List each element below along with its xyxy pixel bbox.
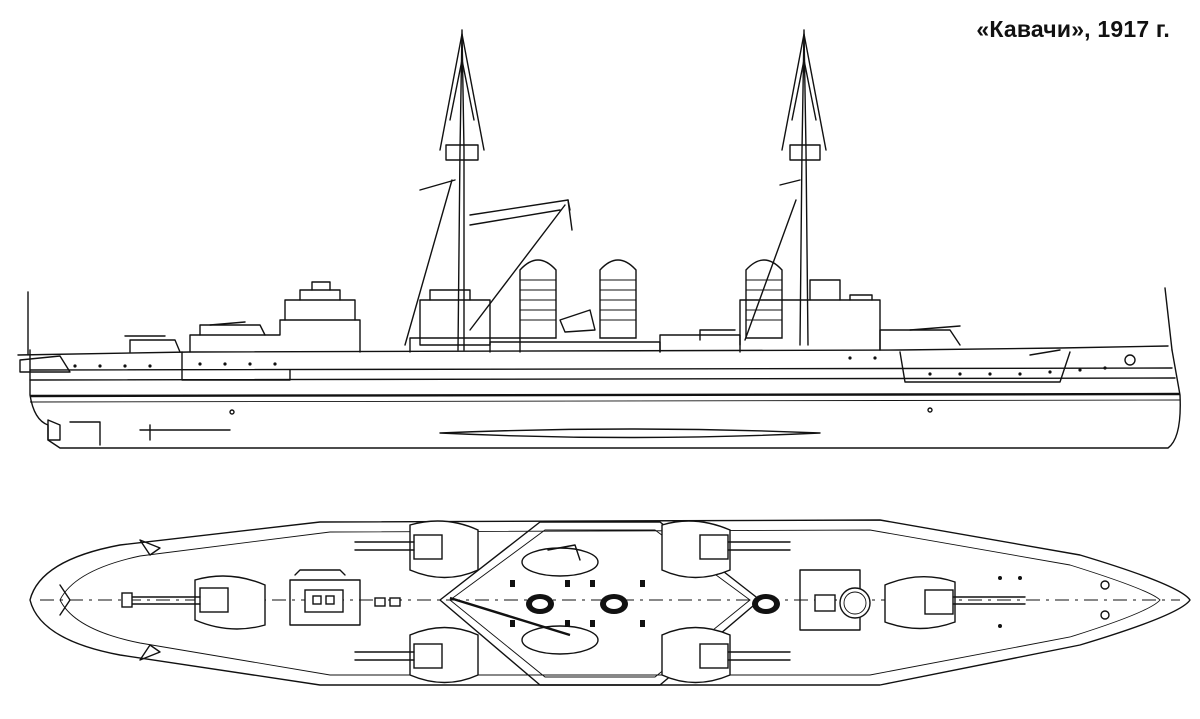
conning-tower xyxy=(839,587,871,619)
hull-outline xyxy=(29,349,1181,449)
turrets xyxy=(121,520,1026,684)
turret-aft xyxy=(121,575,266,630)
turret-stbd-fore xyxy=(661,626,791,684)
side-profile-view xyxy=(17,29,1181,449)
boat xyxy=(521,625,599,655)
turret-port-fore xyxy=(661,520,791,579)
plan-view xyxy=(29,519,1191,686)
turret-fore xyxy=(884,575,1026,630)
aft-turret-side xyxy=(129,339,181,353)
anchor-hawse xyxy=(1124,354,1136,366)
deck-outline xyxy=(29,519,1191,686)
aft-deckhouse xyxy=(289,579,361,626)
fore-turret-side xyxy=(879,329,961,351)
bilge-keel xyxy=(439,428,821,439)
funnels xyxy=(519,259,783,339)
boat xyxy=(521,547,599,577)
upper-deck-line xyxy=(17,345,1169,356)
waterline xyxy=(29,392,1181,398)
main-mast xyxy=(457,29,465,351)
turret-stbd-aft xyxy=(354,626,479,684)
portholes xyxy=(73,356,1107,376)
fore-mast xyxy=(799,29,809,346)
turret-port-aft xyxy=(354,520,479,579)
drawing-caption: «Кавачи», 1917 г. xyxy=(976,16,1170,42)
aft-superstructure xyxy=(189,319,361,353)
fore-deckhouse xyxy=(799,569,861,631)
